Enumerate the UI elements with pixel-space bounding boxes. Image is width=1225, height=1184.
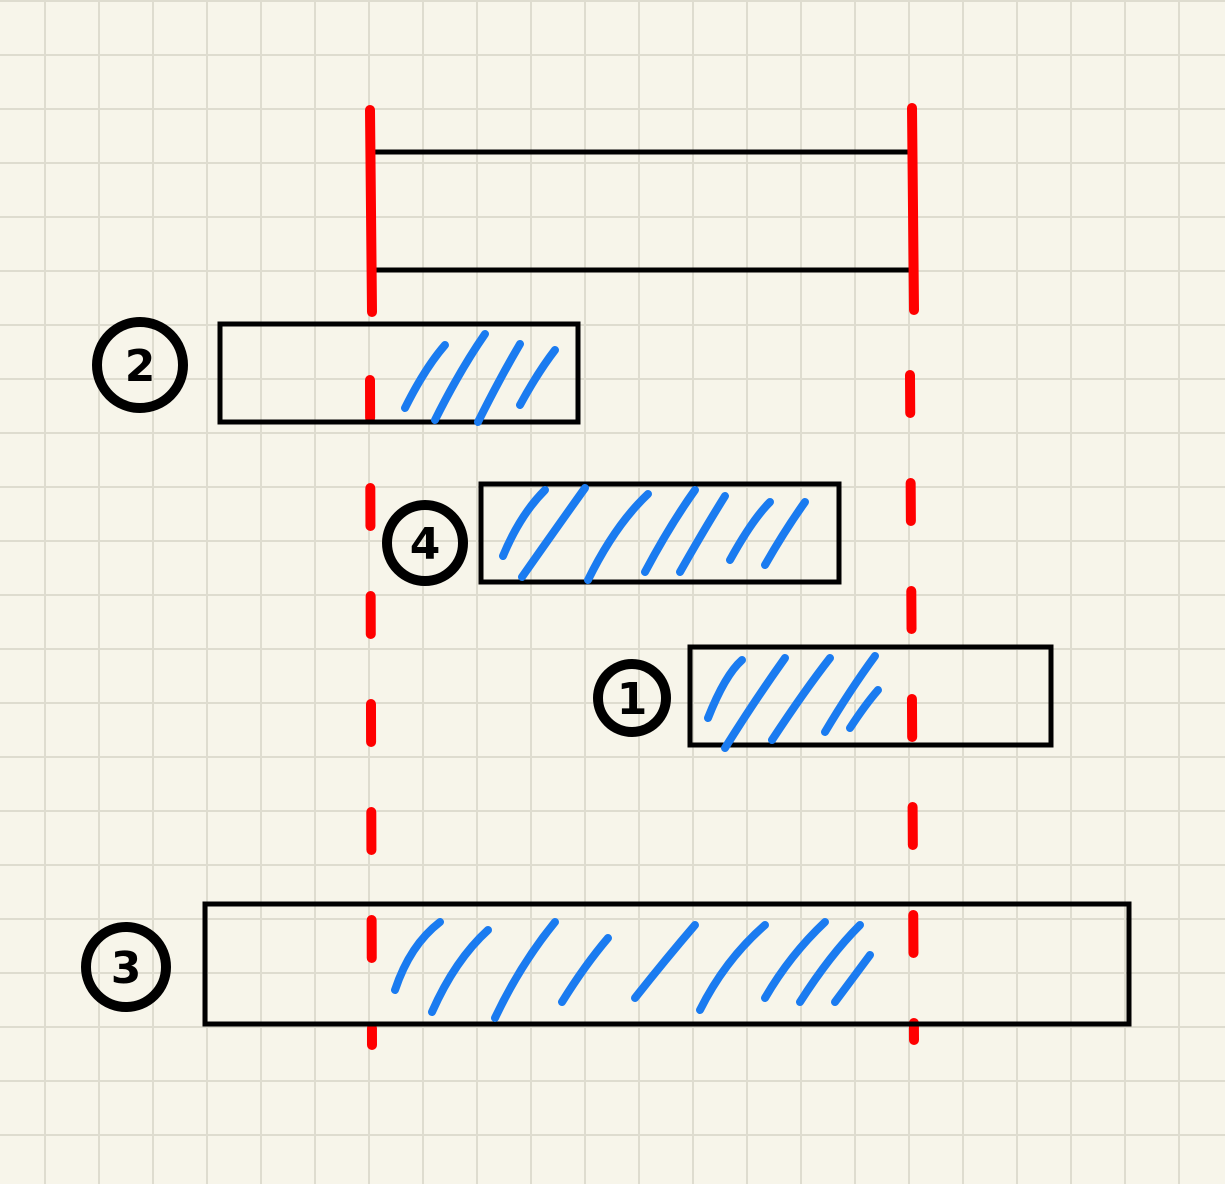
interval-4-label: 4 [410, 519, 441, 570]
interval-4-badge [382, 500, 468, 586]
interval-4-box [478, 481, 842, 585]
interval-4: 4 [382, 481, 842, 586]
reference-right-boundary [907, 103, 919, 315]
interval-1: 1 [593, 644, 1054, 752]
interval-2-label: 2 [125, 341, 156, 392]
interval-2-overlap-hatch [401, 330, 559, 426]
interval-3: 3 [81, 901, 1132, 1027]
reference-left-boundary [365, 105, 377, 317]
right-boundary-projection [905, 370, 919, 1045]
interval-3-label: 3 [111, 943, 142, 994]
interval-3-box [202, 901, 1132, 1027]
interval-3-badge [81, 922, 171, 1012]
interval-1-badge [593, 659, 671, 737]
interval-2: 2 [92, 317, 581, 426]
left-boundary-projection [365, 375, 377, 1050]
interval-2-box [217, 321, 581, 425]
interval-4-overlap-hatch [499, 484, 809, 584]
interval-1-box [687, 644, 1054, 748]
interval-3-overlap-hatch [391, 918, 874, 1022]
interval-1-overlap-hatch [704, 652, 882, 752]
interval-2-badge [92, 317, 188, 413]
reference-interval [365, 103, 919, 317]
interval-1-label: 1 [617, 674, 648, 725]
